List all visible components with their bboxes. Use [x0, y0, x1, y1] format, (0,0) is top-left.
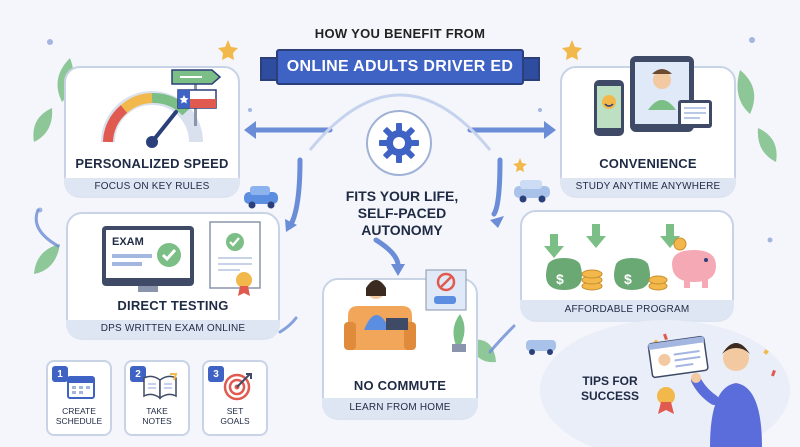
- certificate-icon: [209, 221, 261, 296]
- tips-for-success: TIPS FOR SUCCESS: [570, 374, 650, 404]
- devices-icon: [594, 56, 712, 136]
- card-personalized-speed: PERSONALIZED SPEED FOCUS ON KEY RULES: [64, 66, 240, 196]
- step-2-line-1: TAKE: [146, 406, 168, 416]
- card-convenience-subtitle: STUDY ANYTIME ANYWHERE: [560, 178, 736, 196]
- svg-text:$: $: [624, 271, 632, 287]
- check-icon: [157, 243, 181, 267]
- card-direct-testing: EXAM DIRECT TESTING DPS WRITTEN EXAM ONL…: [66, 212, 280, 338]
- step-1-line-1: CREATE: [62, 406, 96, 416]
- center-line-2: SELF-PACED: [357, 205, 447, 221]
- card-testing-title: DIRECT TESTING: [117, 298, 229, 313]
- step-3-line-2: GOALS: [220, 416, 250, 426]
- center-message: FITS YOUR LIFE, SELF-PACED AUTONOMY: [322, 188, 482, 239]
- target-icon: [223, 373, 252, 401]
- card-affordable-subtitle: AFFORDABLE PROGRAM: [520, 300, 734, 320]
- exam-screen-label: EXAM: [112, 236, 144, 248]
- main-title-banner: ONLINE ADULTS DRIVER ED: [276, 49, 524, 85]
- step-number-1: 1: [52, 366, 68, 382]
- money-savings-icon: $ $: [544, 224, 716, 291]
- gear-icon: [366, 110, 432, 176]
- card-no-commute: NO COMMUTE LEARN FROM HOME: [322, 269, 478, 418]
- speedometer-icon: [101, 91, 203, 148]
- step-card-2: 2 TAKE NOTES: [124, 360, 190, 436]
- tips-line-1: TIPS FOR: [582, 374, 638, 388]
- pre-title: HOW YOU BENEFIT FROM: [314, 26, 486, 41]
- card-speed-title: PERSONALIZED SPEED: [75, 156, 229, 171]
- card-convenience: CONVENIENCE STUDY ANYTIME ANYWHERE: [560, 56, 736, 196]
- person-with-license-icon: [647, 333, 776, 447]
- card-affordable: $ $ AFFORDABLE PROGRAM: [520, 210, 734, 320]
- home-learning-icon: [344, 269, 467, 352]
- tips-line-2: SUCCESS: [580, 389, 639, 403]
- calendar-icon: [67, 376, 95, 399]
- step-3-line-1: SET: [226, 406, 244, 416]
- card-commute-title: NO COMMUTE: [353, 378, 447, 393]
- book-icon: [143, 373, 178, 400]
- center-line-3: AUTONOMY: [361, 222, 443, 238]
- center-line-1: FITS YOUR LIFE,: [345, 188, 459, 204]
- step-card-1: 1 CREATE SCHEDULE: [46, 360, 112, 436]
- step-label-2: TAKE NOTES: [126, 406, 188, 426]
- card-testing-subtitle: DPS WRITTEN EXAM ONLINE: [66, 320, 280, 338]
- step-number-2: 2: [130, 366, 146, 382]
- step-1-line-2: SCHEDULE: [55, 416, 103, 426]
- step-card-3: 3 SET GOALS: [202, 360, 268, 436]
- step-label-3: SET GOALS: [204, 406, 266, 426]
- card-convenience-title: CONVENIENCE: [599, 156, 697, 171]
- card-commute-subtitle: LEARN FROM HOME: [322, 398, 478, 418]
- road-sign-icon: [171, 69, 222, 126]
- step-2-line-2: NOTES: [142, 416, 172, 426]
- step-label-1: CREATE SCHEDULE: [48, 406, 110, 426]
- card-speed-subtitle: FOCUS ON KEY RULES: [64, 178, 240, 196]
- svg-text:$: $: [556, 271, 564, 287]
- step-number-3: 3: [208, 366, 224, 382]
- monitor-icon: EXAM: [102, 226, 194, 292]
